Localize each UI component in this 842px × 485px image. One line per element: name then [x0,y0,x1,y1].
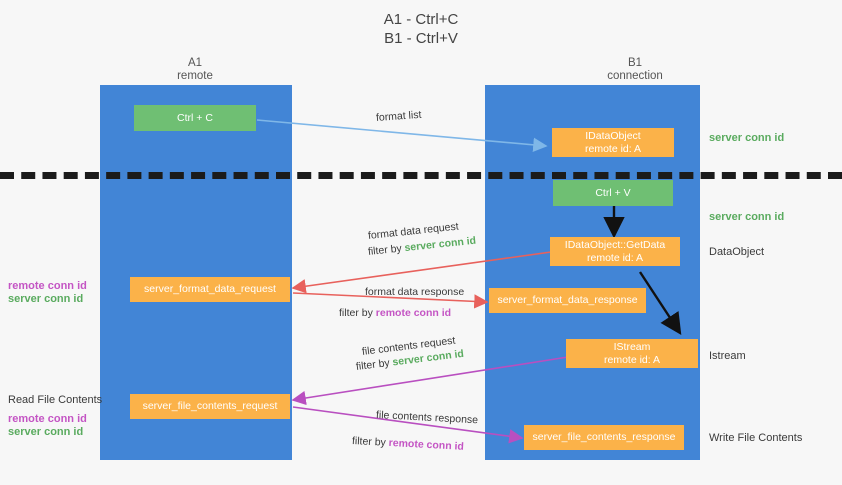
column-header-a1: A1 remote [120,57,270,83]
column-a1-name: A1 [187,57,203,69]
box-server-format-data-request-label: server_format_data_request [144,283,276,295]
filter-prefix: filter by [355,356,394,373]
page-title: A1 - Ctrl+C B1 - Ctrl+V [0,10,842,48]
note-server-conn-id-second: server conn id [709,211,785,223]
box-server-file-contents-request-label: server_file_contents_request [142,400,278,412]
box-idataobject-line2: remote id: A [584,142,642,155]
phase-separator [0,172,842,179]
note-server-conn-id-bottom: server conn id [8,426,84,438]
box-ctrl-c[interactable]: Ctrl + C [134,105,256,131]
edge-label-format-data-response-filter: filter by remote conn id [339,306,451,320]
filter-key-remote-conn-id: remote conn id [375,307,452,319]
column-a1-sub: remote [177,70,213,82]
edge-label-file-contents-response-filter: filter by remote conn id [352,434,465,454]
filter-prefix: filter by [351,435,390,449]
note-write-file-contents: Write File Contents [709,432,803,444]
box-server-format-data-response-label: server_format_data_response [497,294,638,306]
box-idataobject-getdata[interactable]: IDataObject::GetData remote id: A [550,237,680,266]
title-line-2: B1 - Ctrl+V [384,30,458,47]
note-server-conn-id-mid: server conn id [8,293,84,305]
box-idataobject[interactable]: IDataObject remote id: A [552,128,674,157]
filter-prefix: filter by [367,242,406,258]
filter-prefix: filter by [339,307,376,319]
box-istream[interactable]: IStream remote id: A [566,339,698,368]
box-istream-line2: remote id: A [603,353,661,366]
column-b1-name: B1 [627,57,643,69]
box-ctrl-v-label: Ctrl + V [595,186,631,199]
box-server-file-contents-request[interactable]: server_file_contents_request [130,394,290,419]
filter-key-remote-conn-id: remote conn id [388,436,465,453]
box-server-file-contents-response[interactable]: server_file_contents_response [524,425,684,450]
note-remote-conn-id-mid: remote conn id [8,280,87,292]
note-istream: Istream [709,350,746,362]
box-idataobject-line1: IDataObject [585,129,641,142]
note-server-conn-id-top: server conn id [709,132,785,144]
box-ctrl-c-label: Ctrl + C [177,111,213,124]
edge-label-format-data-response: format data response [365,286,465,298]
box-getdata-line2: remote id: A [586,251,644,264]
box-server-file-contents-response-label: server_file_contents_response [532,431,676,443]
box-ctrl-v[interactable]: Ctrl + V [553,180,673,206]
box-istream-line1: IStream [613,340,651,353]
box-server-format-data-request[interactable]: server_format_data_request [130,277,290,302]
note-remote-conn-id-bottom: remote conn id [8,413,87,425]
note-dataobject: DataObject [709,246,765,258]
edge-label-file-contents-response: file contents response [375,409,479,427]
note-read-file-contents: Read File Contents [8,394,103,406]
edge-label-format-list: format list [375,108,422,124]
column-header-b1: B1 connection [560,57,710,83]
column-b1-sub: connection [607,70,663,82]
box-server-format-data-response[interactable]: server_format_data_response [489,288,646,313]
title-line-1: A1 - Ctrl+C [383,11,459,28]
box-getdata-line1: IDataObject::GetData [564,238,666,251]
